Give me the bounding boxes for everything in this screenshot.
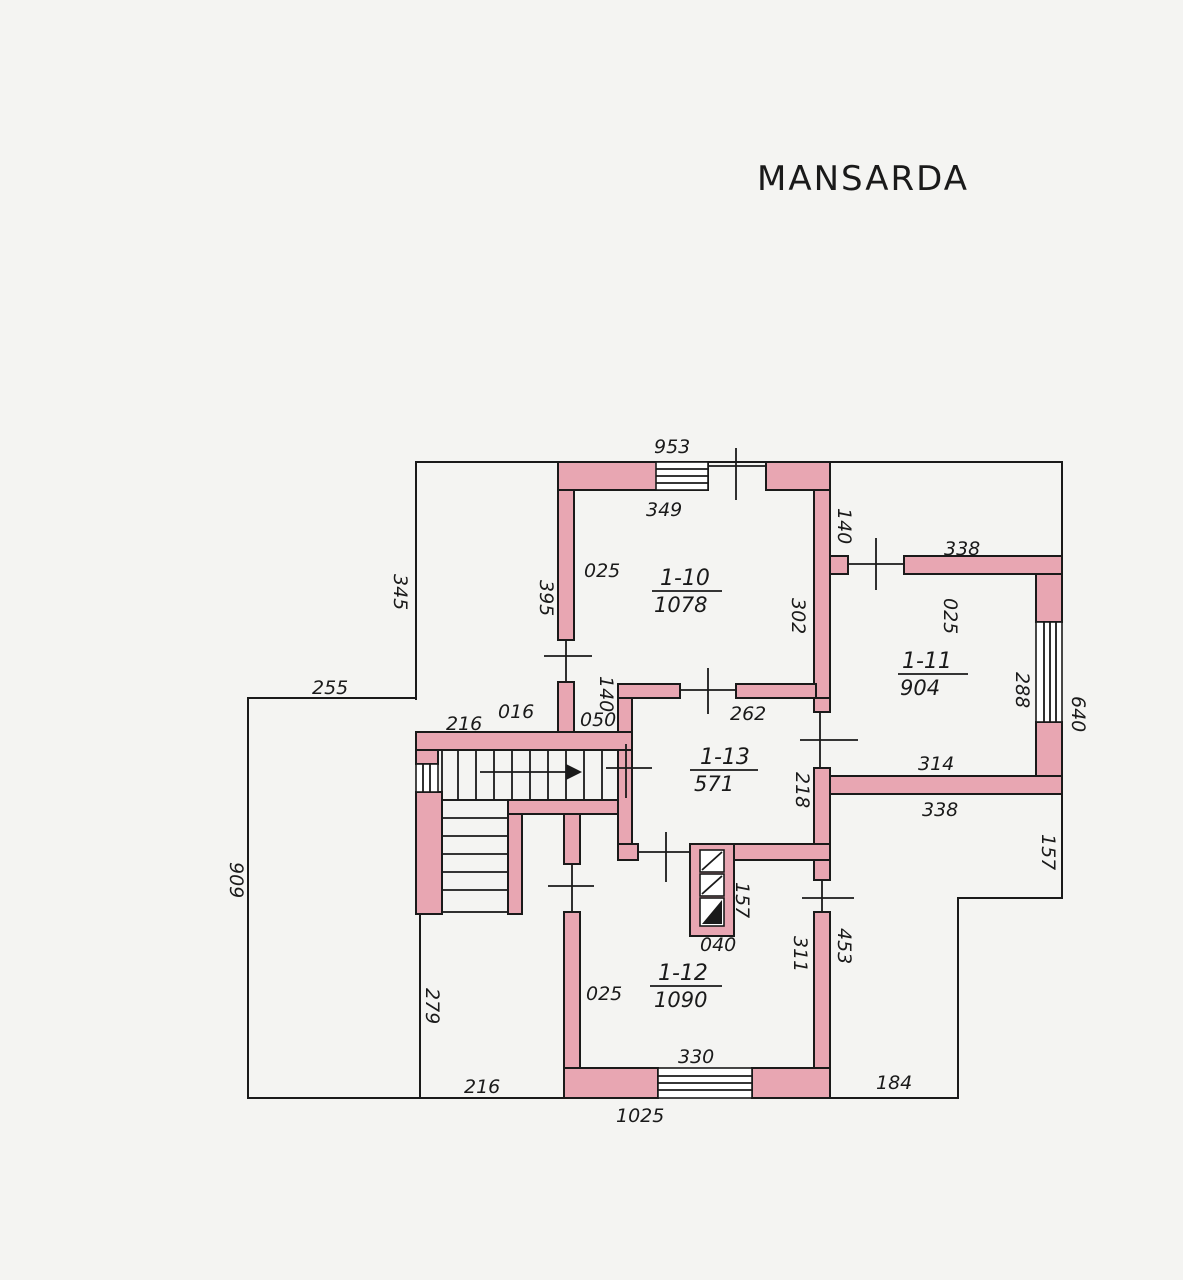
dim-r13-top: 262: [730, 703, 766, 725]
chimney-flue-1-diag: [701, 851, 723, 871]
wall-r11-top: [903, 555, 1063, 575]
wall-r13-bottom-left: [617, 843, 639, 861]
door-markers: [544, 448, 904, 912]
room-code: 1-12: [658, 961, 708, 986]
room-code: 1-11: [902, 649, 952, 674]
dim-bottom-184: 184: [876, 1072, 912, 1094]
dim-left-279: 279: [421, 988, 443, 1024]
room-area: 1090: [654, 988, 707, 1012]
wall-r10-bottom-right: [735, 683, 817, 699]
wall-r10-bottom-left: [617, 683, 681, 699]
dim-chimney-157: 157: [731, 882, 753, 918]
dim-r10-wall: 025: [584, 560, 620, 582]
dim-r11-wall: 025: [939, 598, 961, 634]
wall-r10-left-upper: [557, 489, 575, 641]
window-r10-top: [655, 461, 709, 491]
dim-left-wing-top: 345: [389, 574, 411, 610]
wall-stair-left: [415, 791, 443, 915]
wall-r11-right-upper: [1035, 573, 1063, 623]
wall-r13-bottom-right: [729, 843, 831, 861]
wall-r12-right-top: [813, 859, 831, 881]
wall-stair-left-top: [415, 749, 439, 765]
chimney-flue-2-diag: [701, 875, 723, 895]
dimension-labels: 953 349 395 025 302 140 140 338 025 288 …: [225, 436, 1089, 1127]
dim-r12-bottom: 330: [678, 1046, 714, 1068]
room-area: 571: [694, 772, 734, 796]
room-1-11: 1-11 904: [898, 649, 968, 700]
dim-bottom-338: 338: [922, 799, 958, 821]
dim-right-453: 453: [833, 928, 855, 964]
room-area: 1078: [654, 593, 707, 617]
wall-r13-right-top: [813, 697, 831, 713]
outline-southeast: [830, 790, 1063, 1099]
dim-r10-top: 349: [646, 499, 682, 521]
room-area: 904: [900, 676, 940, 700]
dim-bottom-total: 1025: [616, 1105, 664, 1127]
wall-stair-bottom: [507, 799, 619, 815]
wall-r12-bottom-right: [751, 1067, 831, 1099]
dim-left-total: 909: [225, 862, 247, 898]
dim-r11-top: 338: [944, 538, 980, 560]
dim-bottom-216: 216: [464, 1076, 500, 1098]
outline-terrace: [247, 697, 564, 1099]
dim-partition-140a: 140: [833, 508, 855, 544]
wall-r11-top-stub: [829, 555, 849, 575]
dim-chimney-040: 040: [700, 934, 736, 956]
plan-title: MANSARDA: [757, 159, 969, 199]
room-code: 1-10: [660, 566, 710, 591]
wall-r12-right-lower: [813, 911, 831, 1071]
dim-partition-140b: 140: [595, 676, 617, 712]
dim-wall-050: 050: [580, 709, 616, 731]
wall-r12-left-upper: [563, 813, 581, 865]
dim-r11-bottom: 314: [918, 753, 954, 775]
room-code: 1-13: [700, 745, 750, 770]
room-1-12: 1-12 1090: [650, 961, 722, 1012]
dim-r13-right: 218: [791, 772, 813, 808]
room-1-13: 1-13 571: [690, 745, 758, 796]
window-r11-right: [1035, 621, 1063, 723]
outline-north: [415, 461, 1063, 700]
dim-r12-right: 311: [789, 936, 811, 972]
wall-r12-bottom-left: [563, 1067, 659, 1099]
dim-stair-216: 216: [446, 713, 482, 735]
wall-r10-right: [813, 489, 831, 701]
dim-r12-wall: 025: [586, 983, 622, 1005]
dim-r10-right: 302: [787, 598, 809, 634]
window-r12-bottom: [657, 1067, 753, 1099]
dim-right-total: 640: [1067, 696, 1089, 732]
wall-r10-top-right: [765, 461, 831, 491]
chimney-flue-3-fill: [702, 900, 722, 924]
dim-right-157: 157: [1037, 834, 1059, 870]
wall-stair-right: [507, 813, 523, 915]
wall-r12-left-lower: [563, 911, 581, 1071]
dim-stair-016: 016: [498, 701, 534, 723]
wall-r10-left-lower: [557, 681, 575, 733]
dim-r10-left: 395: [535, 580, 557, 616]
room-1-10: 1-10 1078: [652, 566, 722, 617]
dim-terrace-top: 255: [312, 677, 348, 699]
wall-r11-bottom: [829, 775, 1063, 795]
window-stair-left: [415, 763, 439, 793]
wall-r13-left: [617, 697, 633, 861]
staircase: [441, 749, 619, 913]
dim-top-total: 953: [654, 436, 690, 458]
dim-r11-right: 288: [1011, 672, 1033, 708]
